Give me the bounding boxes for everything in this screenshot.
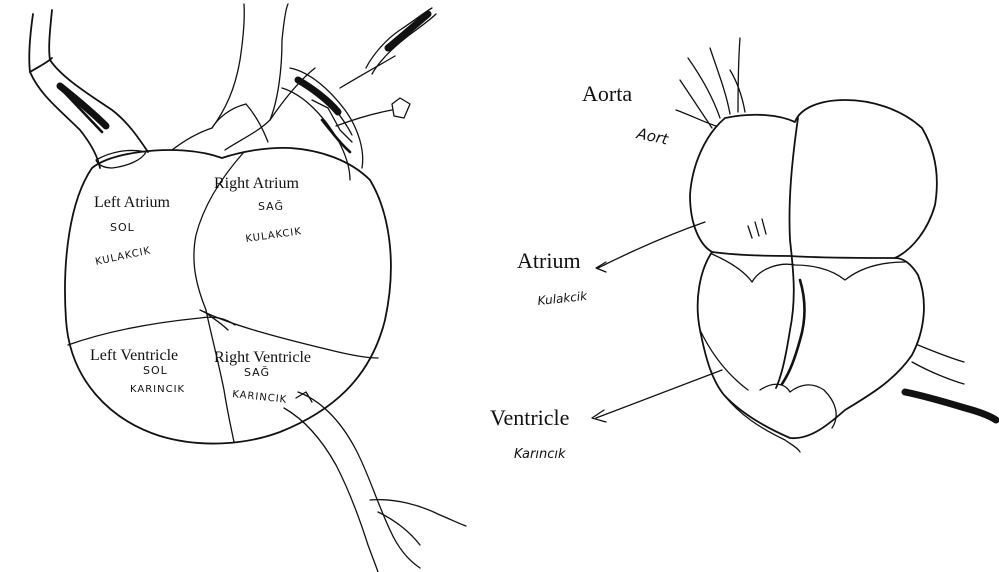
left-atrium-label: Left Atrium bbox=[94, 194, 171, 211]
right-atrium-label: Right Atrium bbox=[214, 175, 299, 192]
atrium-tick-marks bbox=[748, 219, 766, 238]
right-heart-lower-outline bbox=[698, 252, 924, 438]
left-ventricle-turkish-1: SOL bbox=[143, 364, 168, 377]
right-ventricle-turkish-2: KARINCIK bbox=[232, 389, 288, 406]
aorta-pointer bbox=[676, 110, 716, 126]
right-heart-lower-scallops bbox=[760, 384, 836, 428]
left-upper-vessel bbox=[29, 10, 148, 168]
aorta-turkish-label: Aort bbox=[634, 124, 671, 149]
left-av-boundary bbox=[68, 317, 235, 345]
left-heart-outline bbox=[65, 148, 391, 444]
atrium-pointer bbox=[598, 222, 705, 268]
right-side-vessel bbox=[912, 345, 964, 384]
left-atrium-turkish-1: SOL bbox=[110, 221, 135, 234]
right-heart-upper-outline bbox=[690, 100, 937, 258]
ventricle-label: Ventricle bbox=[490, 405, 569, 430]
top-right-vessel bbox=[282, 8, 436, 180]
atrium-label: Atrium bbox=[517, 248, 581, 273]
ventricle-pointer-arrowhead bbox=[592, 410, 606, 422]
right-ventricle-turkish-1: SAĞ bbox=[244, 366, 270, 379]
left-heart-diagram: Left Atrium SOL KULAKCIK Right Atrium SA… bbox=[29, 4, 466, 572]
aorta-strands bbox=[680, 38, 745, 128]
atrium-turkish-label: Kulakcik bbox=[537, 289, 589, 308]
left-ventricle-label: Left Ventricle bbox=[90, 347, 178, 364]
right-atrium-turkish-1: SAĞ bbox=[258, 200, 284, 213]
right-ventricle-label: Right Ventricle bbox=[214, 349, 311, 366]
right-heart-diagram: Aorta Aort Atrium Kulakcik Ventricle Kar… bbox=[490, 38, 996, 462]
left-atrium-turkish-2: KULAKCIK bbox=[94, 245, 152, 268]
ventricle-pointer bbox=[596, 370, 722, 418]
right-heart-septum bbox=[776, 118, 798, 388]
lower-right-vessel bbox=[284, 392, 466, 572]
ventricle-turkish-label: Karıncık bbox=[514, 447, 566, 462]
right-atrium-turkish-2: KULAKCIK bbox=[245, 226, 303, 245]
left-ventricle-turkish-2: KARINCIK bbox=[130, 384, 185, 395]
top-center-vessel bbox=[172, 4, 315, 150]
aorta-label: Aorta bbox=[582, 81, 632, 106]
right-bottom-stub bbox=[905, 392, 996, 420]
